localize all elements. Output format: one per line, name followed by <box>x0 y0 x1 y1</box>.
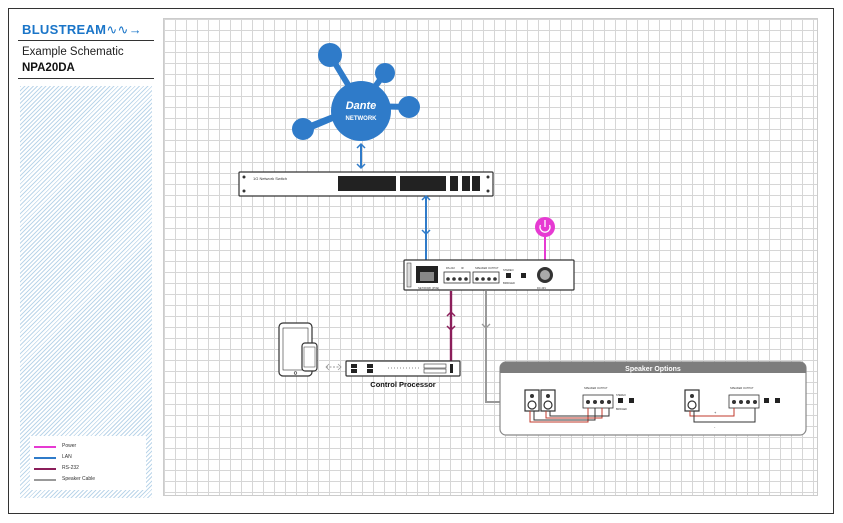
brand-logo: BLUSTREAM∿∿→ <box>22 22 142 38</box>
lan-cable-switch-amp <box>421 194 431 262</box>
control-processor-label: Control Processor <box>370 380 436 389</box>
speaker-options-title: Speaker Options <box>625 366 681 373</box>
hatch-panel <box>20 86 152 498</box>
stereo-output-block: SPEAKER OUTPUT STEREO BRIDGED <box>582 386 634 411</box>
bridged-output-block: SPEAKER OUTPUT <box>728 386 780 409</box>
dante-network-text: NETWORK <box>346 116 378 122</box>
legend-label: Power <box>62 443 77 449</box>
divider <box>18 40 154 41</box>
speaker-terminal <box>472 271 500 284</box>
speaker-cable <box>481 291 500 403</box>
network-switch: 1G Network Switch <box>238 171 494 197</box>
legend-label: LAN <box>62 454 72 460</box>
amp-bridged-label: BRIDGED <box>503 281 515 285</box>
power-icon <box>535 217 555 265</box>
bridged-speaker <box>684 389 700 412</box>
amp-speaker-output-label: SPEAKER OUTPUT <box>475 266 499 270</box>
legend-label: RS-232 <box>62 465 79 471</box>
control-processor: Control Processor <box>345 360 461 389</box>
amp-network-label: NETWORK (POE) <box>418 286 439 290</box>
speaker-options-panel: Speaker Options SPEAKER OUTPUT STEREO <box>499 361 807 436</box>
divider <box>18 78 154 79</box>
bridged-wiring: + - <box>689 408 756 429</box>
legend-swatch <box>34 446 56 448</box>
legend-swatch <box>34 468 56 470</box>
stereo-mode-label: STEREO <box>616 394 626 397</box>
amp-power-label: DC 24V <box>537 286 546 290</box>
amp-stereo-label: STEREO <box>503 268 514 272</box>
dante-logo-text: Dante <box>346 100 377 112</box>
brand-name: BLUSTREAM <box>22 22 107 37</box>
minus-label: - <box>714 424 716 429</box>
legend-swatch <box>34 479 56 481</box>
stereo-wiring <box>529 408 610 423</box>
schematic-frame <box>8 8 834 514</box>
rs232-cable <box>446 291 456 362</box>
stereo-speaker-pair <box>524 389 556 412</box>
legend-label: Speaker Cable <box>62 476 96 482</box>
amp-ir-label: IR <box>461 266 464 270</box>
sidebar: BLUSTREAM∿∿→ Example Schematic NPA20DA P… <box>18 18 154 500</box>
switch-label: 1G Network Switch <box>253 176 287 181</box>
model-name: NPA20DA <box>22 62 75 74</box>
rs232-terminal <box>443 271 471 284</box>
plus-label: + <box>714 410 717 415</box>
brand-wave-icon: ∿∿→ <box>106 22 142 37</box>
legend-swatch <box>34 457 56 459</box>
lan-cable-dante-switch <box>356 142 366 170</box>
phone-icon <box>301 342 318 372</box>
bridged-mode-label: BRIDGED <box>616 408 627 411</box>
legend: Power LAN RS-232 Speaker Cable <box>30 436 146 490</box>
amp-rs232-label: RS-232 <box>446 266 455 270</box>
schematic-title: Example Schematic <box>22 46 124 58</box>
wireless-link-icon <box>325 363 342 371</box>
npa20da-amplifier: NETWORK (POE) RS-232 IR SPEAKER OUTPUT S… <box>403 259 575 291</box>
dante-network-icon: Dante NETWORK <box>292 43 420 141</box>
bridged-output-label: SPEAKER OUTPUT <box>730 386 754 390</box>
stereo-output-label: SPEAKER OUTPUT <box>584 386 608 390</box>
